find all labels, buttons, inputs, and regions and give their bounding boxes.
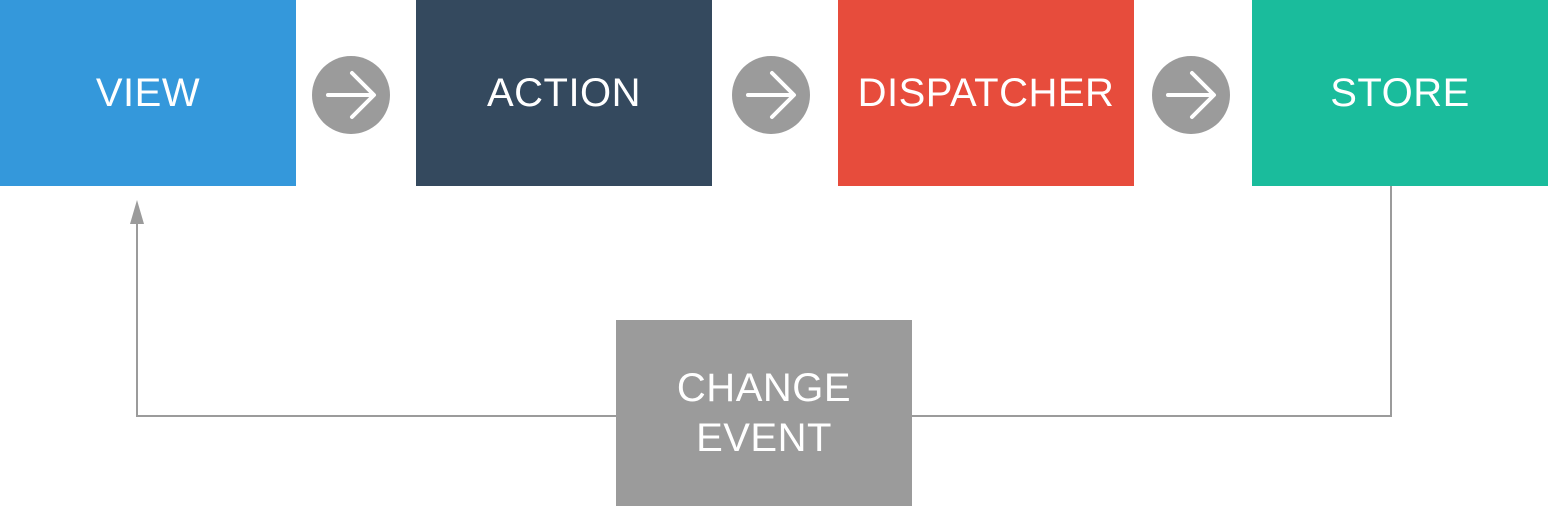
node-dispatcher-label: DISPATCHER <box>857 71 1115 115</box>
arrow-right-icon <box>326 71 376 119</box>
node-action: ACTION <box>416 0 712 186</box>
arrow-right-icon <box>746 71 796 119</box>
node-action-label: ACTION <box>486 71 642 115</box>
node-view: VIEW <box>0 0 296 186</box>
arrow-right-icon <box>1166 71 1216 119</box>
dispatcher-to-store-arrow <box>1152 56 1230 134</box>
action-to-dispatcher-arrow <box>732 56 810 134</box>
node-store-label: STORE <box>1330 71 1470 115</box>
node-change-event-label: CHANGE EVENT <box>676 366 852 460</box>
node-change-event: CHANGE EVENT <box>616 320 912 506</box>
store-to-change-event-line <box>912 186 1392 417</box>
node-dispatcher: DISPATCHER <box>838 0 1134 186</box>
node-store: STORE <box>1252 0 1548 186</box>
view-arrowhead-icon <box>130 200 144 224</box>
change-event-to-view-line <box>136 222 616 417</box>
view-to-action-arrow <box>312 56 390 134</box>
node-view-label: VIEW <box>95 71 201 115</box>
